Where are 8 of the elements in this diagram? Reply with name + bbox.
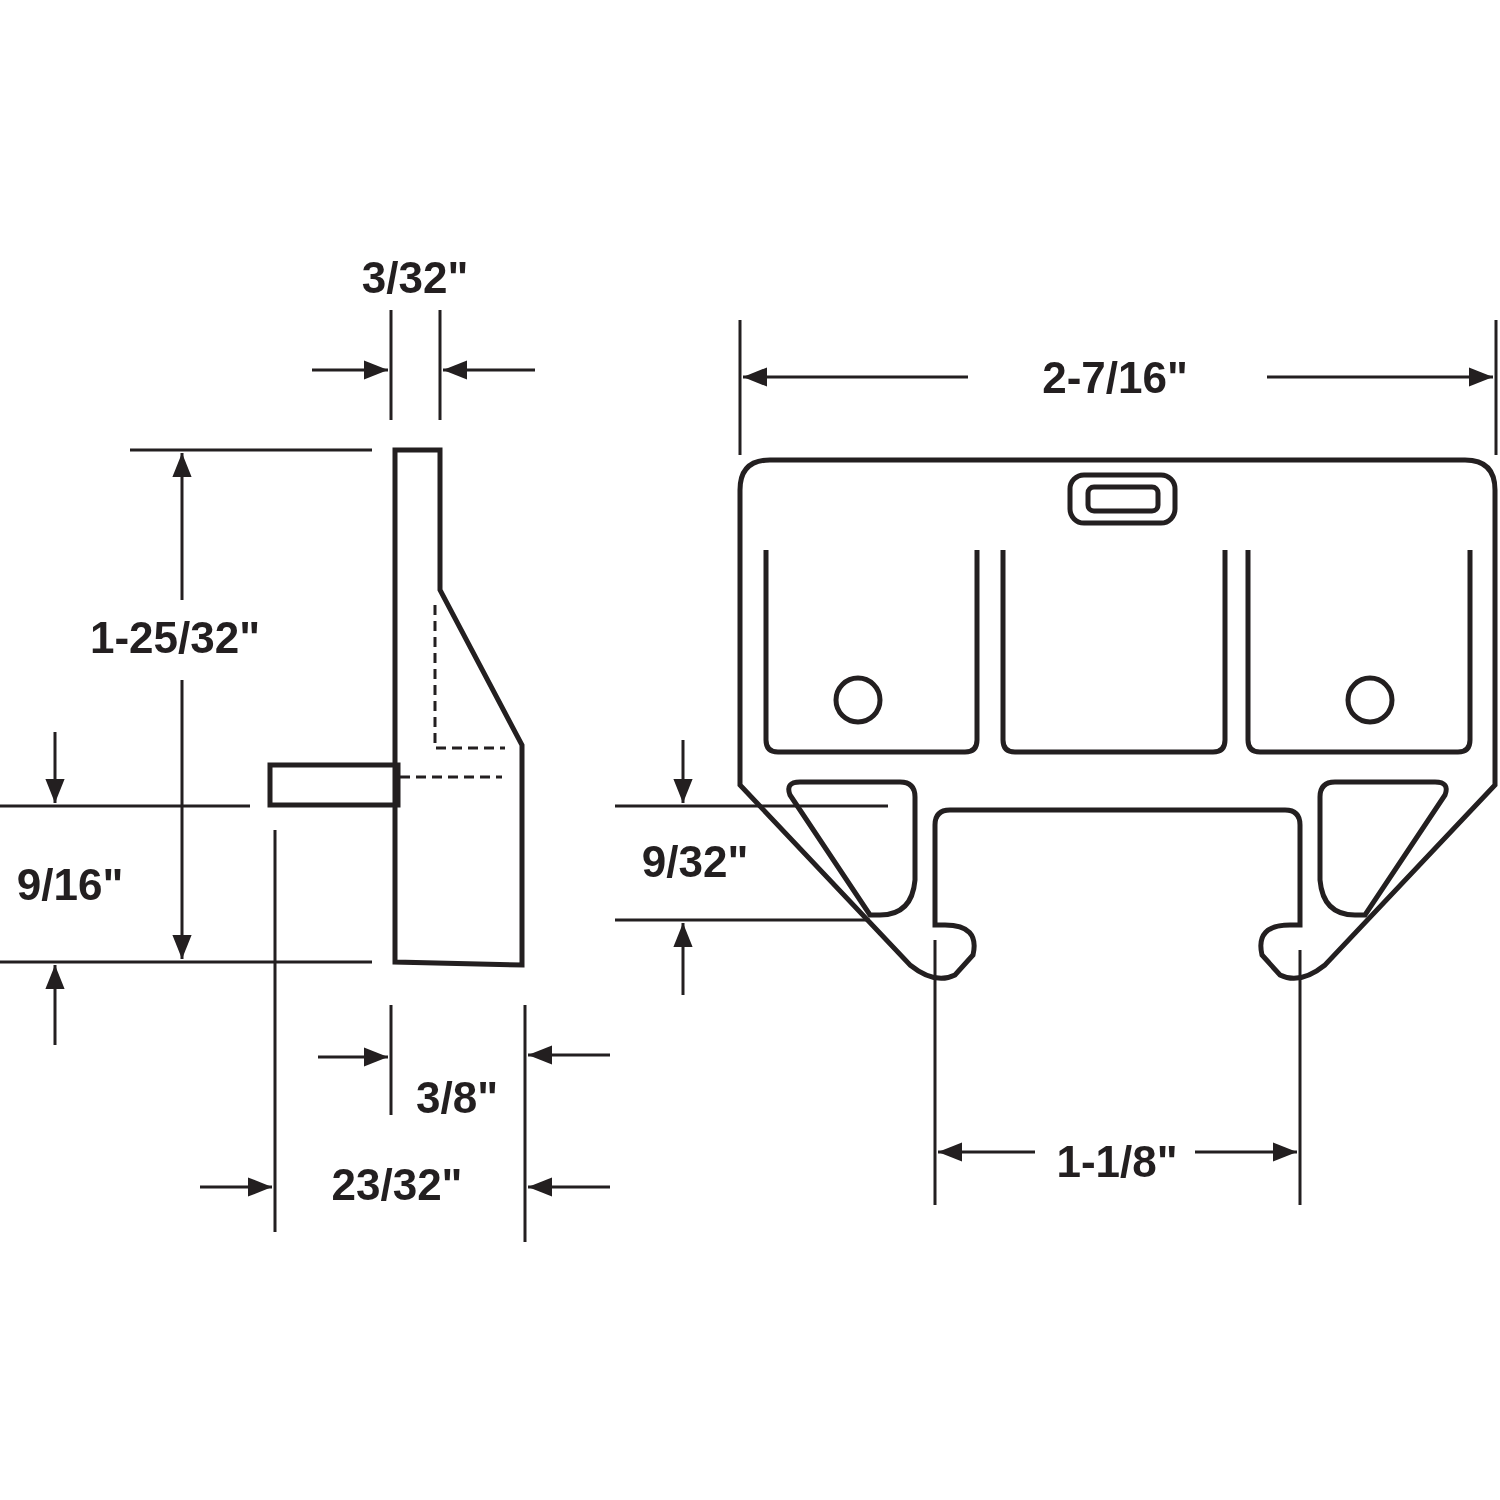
dimension-label: 3/8" (416, 1076, 498, 1120)
dimension-label: 23/32" (331, 1163, 463, 1207)
dimension-label: 2-7/16" (1042, 356, 1188, 400)
dimension-label: 9/16" (16, 863, 124, 907)
dimension-label: 9/32" (641, 840, 749, 884)
dimension-label: 3/32" (361, 256, 469, 300)
dimension-label: 1-25/32" (89, 616, 261, 660)
dimension-label: 1-1/8" (1056, 1140, 1178, 1184)
